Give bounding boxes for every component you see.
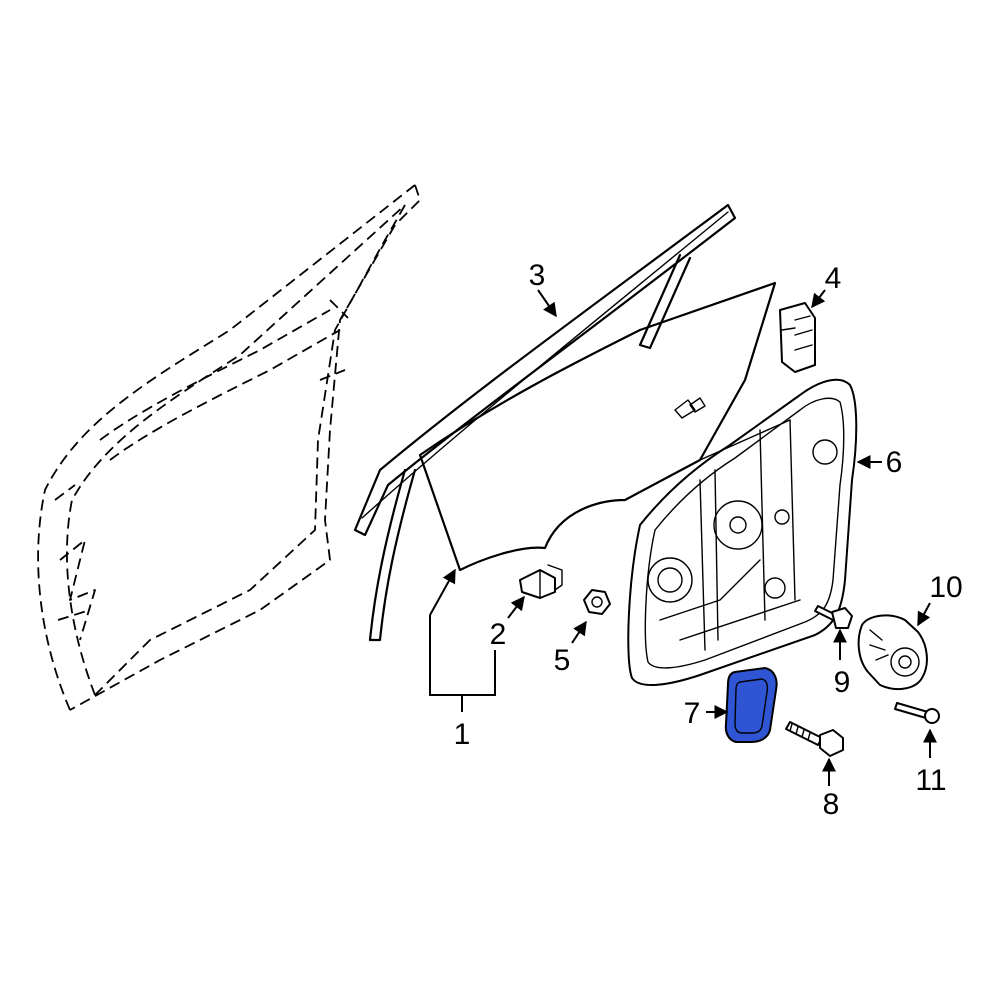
callout-9: 9 [834, 666, 851, 699]
long-bolt-part [894, 702, 940, 724]
clip-part [519, 564, 563, 599]
callout-5: 5 [554, 644, 571, 677]
callout-6: 6 [886, 446, 903, 479]
bolt-part [785, 721, 844, 757]
callout-2: 2 [490, 618, 507, 651]
leader-lines [429, 289, 937, 786]
callout-10: 10 [929, 571, 962, 604]
motor-part [857, 614, 928, 691]
callout-4: 4 [825, 262, 842, 295]
screw-part [814, 605, 853, 629]
highlighted-cover-part [724, 666, 778, 743]
module-panel-part [627, 378, 858, 686]
nut-part [583, 589, 611, 615]
callout-labels: 1 2 3 4 5 6 7 8 9 10 11 [454, 259, 963, 821]
callout-1: 1 [454, 718, 471, 751]
callout-7: 7 [684, 697, 701, 730]
bracket-part [779, 302, 816, 373]
glass-part [418, 281, 777, 572]
callout-8: 8 [823, 788, 840, 821]
door-frame-outline [37, 184, 421, 711]
callout-11: 11 [915, 764, 946, 797]
callout-3: 3 [529, 259, 546, 292]
